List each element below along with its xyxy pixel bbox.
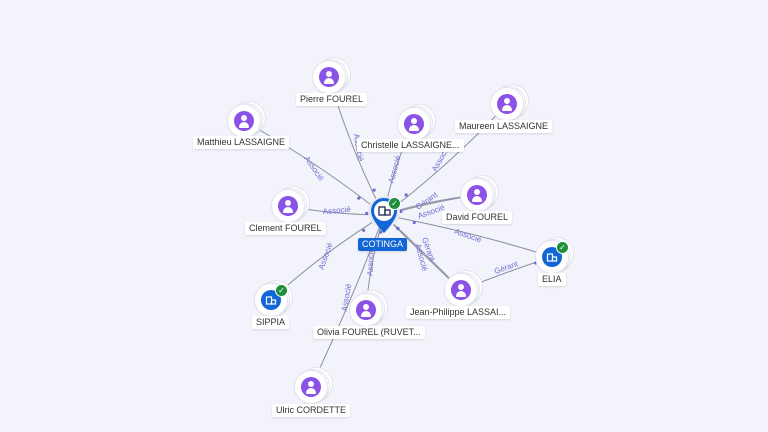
- person-icon: [234, 111, 254, 131]
- edge-arrow: [404, 193, 408, 197]
- edge-arrow: [379, 230, 383, 234]
- edge-label: Associé: [317, 241, 335, 271]
- edge-label: Associé: [366, 247, 376, 276]
- person-icon: [497, 94, 517, 114]
- edge-matthieu-center: [243, 120, 385, 216]
- node-label-elia: ELIA: [538, 273, 566, 286]
- node-label-maureen: Maureen LASSAIGNE: [455, 120, 553, 133]
- edge-arrow: [372, 188, 376, 192]
- node-label-olivia: Olivia FOUREL (RUVET...: [313, 326, 425, 339]
- node-label-jeanphilippe: Jean-Philippe LASSAI...: [406, 306, 511, 319]
- node-label-sippia: SIPPIA: [252, 316, 290, 329]
- node-label-cotinga: COTINGA: [358, 238, 408, 251]
- verified-check-icon: ✓: [556, 241, 569, 254]
- person-icon: [404, 114, 424, 134]
- person-icon: [451, 280, 471, 300]
- edge-label: Associé: [387, 154, 403, 184]
- verified-check-icon: ✓: [275, 284, 288, 297]
- edge-label: Associé: [322, 205, 351, 216]
- edge-arrow: [412, 220, 416, 225]
- edge-label: Associé: [453, 227, 483, 245]
- edge-ulric-center: [310, 214, 385, 388]
- edge-arrow: [365, 211, 369, 215]
- node-label-christelle: Christelle LASSAIGNE...: [357, 139, 464, 152]
- person-icon: [301, 377, 321, 397]
- node-label-david: David FOUREL: [442, 211, 513, 224]
- edge-elia-center: [383, 214, 553, 258]
- edge-label: Gérant: [493, 259, 520, 276]
- edge-arrow: [357, 196, 361, 200]
- node-label-matthieu: Matthieu LASSAIGNE: [193, 136, 290, 149]
- edge-arrow: [362, 228, 366, 232]
- node-label-clement: Clement FOUREL: [245, 222, 326, 235]
- person-icon: [467, 185, 487, 205]
- person-icon: [319, 67, 339, 87]
- node-label-pierre: Pierre FOUREL: [296, 93, 368, 106]
- edge-arrow: [396, 226, 400, 231]
- edge-label: Associé: [302, 155, 326, 184]
- person-icon: [356, 300, 376, 320]
- person-icon: [278, 196, 298, 216]
- verified-check-icon: ✓: [388, 197, 401, 210]
- node-label-ulric: Ulric CORDETTE: [272, 404, 350, 417]
